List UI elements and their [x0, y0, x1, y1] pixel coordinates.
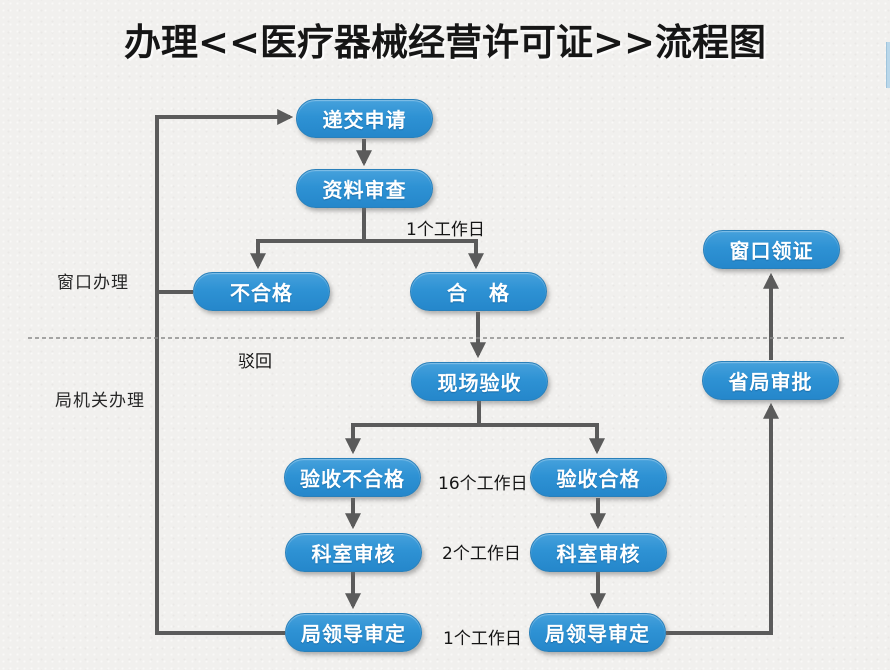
node-unqualified: 不合格: [193, 272, 330, 311]
node-document-review: 资料审查: [296, 169, 433, 208]
node-bureau-leader-approval-left: 局领导审定: [285, 613, 422, 652]
node-label: 现场验收: [437, 371, 522, 395]
node-label: 局领导审定: [545, 622, 650, 646]
node-label: 资料审查: [322, 178, 407, 202]
node-label: 科室审核: [556, 542, 641, 566]
edge-label-leader-approval-duration: 1个工作日: [443, 629, 522, 649]
scrollbar-fragment[interactable]: [886, 42, 890, 88]
node-certificate-collection: 窗口领证: [703, 230, 840, 269]
node-provincial-bureau-approval: 省局审批: [702, 361, 839, 400]
node-bureau-leader-approval-right: 局领导审定: [529, 613, 666, 652]
edge-label-department-review-duration: 2个工作日: [442, 544, 521, 564]
node-label: 窗口领证: [729, 239, 814, 263]
node-label: 不合格: [230, 281, 293, 305]
node-submit-application: 递交申请: [296, 99, 433, 138]
edge-label-review-duration: 1个工作日: [406, 220, 485, 240]
node-department-review-right: 科室审核: [530, 533, 667, 572]
edge-label-reject: 驳回: [238, 352, 272, 372]
node-qualified: 合 格: [410, 272, 547, 311]
node-onsite-inspection: 现场验收: [411, 362, 548, 401]
node-inspection-failed: 验收不合格: [284, 458, 421, 497]
edge-leader-right-to-provincial: [666, 402, 779, 635]
section-label-window-handling: 窗口办理: [57, 273, 129, 293]
node-department-review-left: 科室审核: [285, 533, 422, 572]
edge-reject-feedback-loop: [155, 109, 294, 635]
page-title: 办理<<医疗器械经营许可证>>流程图: [123, 20, 766, 64]
node-label: 局领导审定: [301, 622, 406, 646]
node-label: 合 格: [447, 281, 510, 305]
node-label: 递交申请: [322, 108, 407, 132]
section-label-bureau-handling: 局机关办理: [55, 391, 145, 411]
node-inspection-passed: 验收合格: [530, 458, 667, 497]
node-label: 验收合格: [556, 467, 641, 491]
node-label: 省局审批: [728, 370, 813, 394]
node-label: 验收不合格: [300, 467, 405, 491]
edge-label-inspection-duration: 16个工作日: [438, 474, 528, 494]
node-label: 科室审核: [311, 542, 396, 566]
